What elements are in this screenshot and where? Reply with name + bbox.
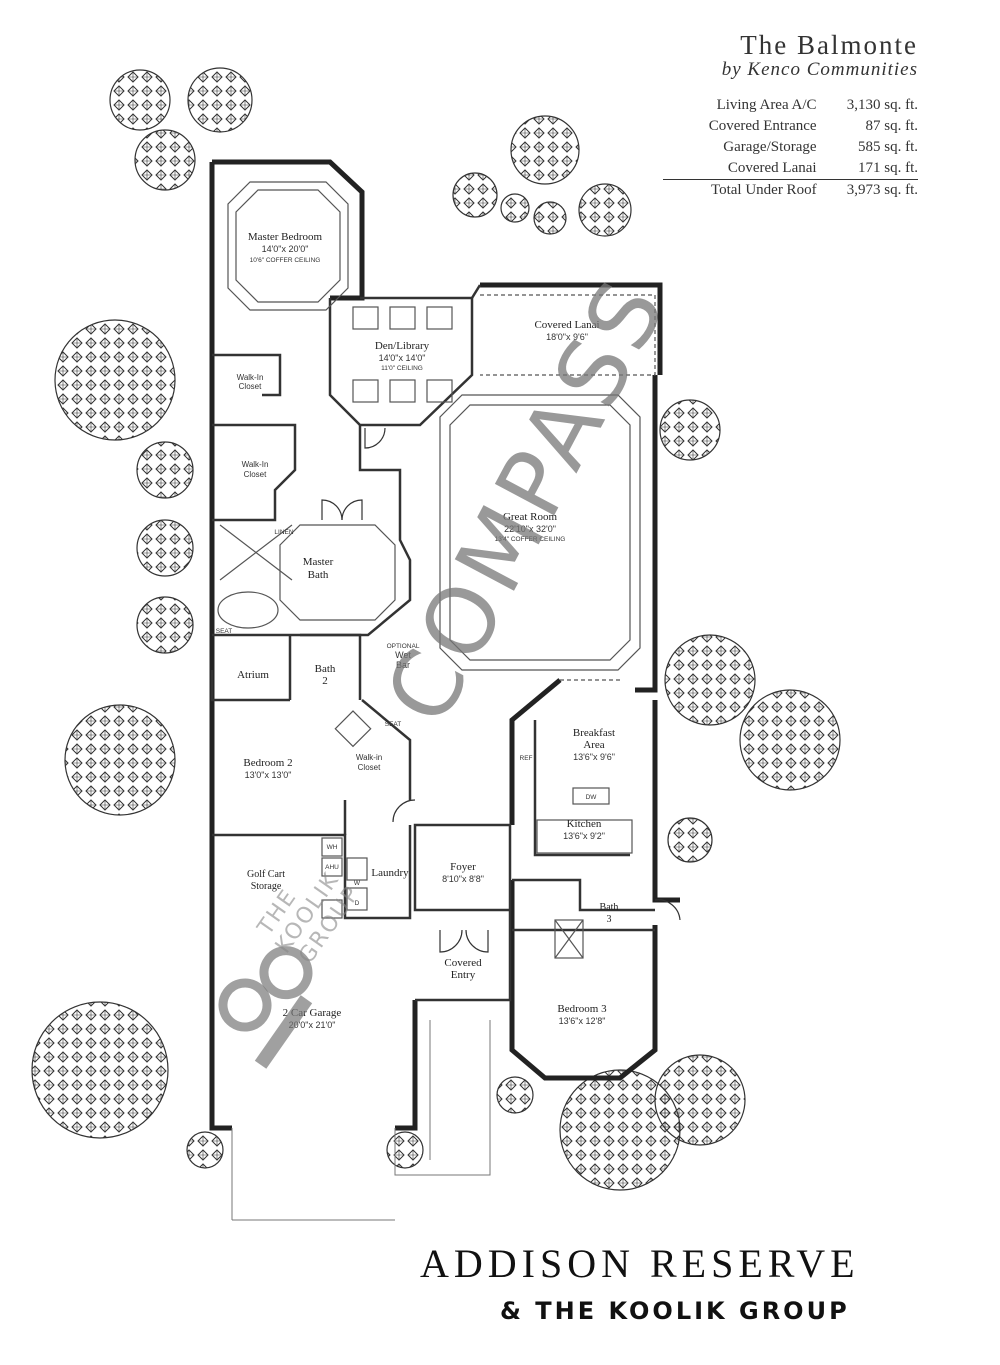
atrium-label: Atrium — [237, 669, 269, 681]
area-row: Covered Lanai 171 sq. ft. — [663, 158, 918, 180]
exterior-walls — [209, 159, 680, 1131]
lanai-label: Covered Lanai — [534, 319, 599, 331]
area-label: Garage/Storage — [723, 139, 817, 155]
wetbar-label: OPTIONAL — [387, 643, 420, 650]
seat-label: SEAT — [216, 628, 233, 635]
landscape-shrubs — [31, 67, 841, 1191]
koolik-watermark: THE KOOLIK GROUP — [218, 868, 366, 1069]
master-bedroom-note: 10'6" COFFER CEILING — [250, 257, 321, 264]
foyer-dim: 8'10"x 8'8" — [442, 874, 484, 884]
washer-label: W — [354, 880, 361, 887]
area-value: 171 sq. ft. — [858, 160, 918, 176]
bath3-label: Bath — [600, 902, 619, 913]
master-bedroom-dim: 14'0"x 20'0" — [262, 244, 309, 254]
lanai-dim: 18'0"x 9'6" — [546, 332, 588, 342]
master-bath-label2: Bath — [308, 569, 329, 581]
plan-title: The Balmonte — [740, 30, 918, 60]
den-dim: 14'0"x 14'0" — [379, 353, 426, 363]
dw-label: DW — [586, 794, 598, 801]
wh-label: WH — [327, 844, 338, 851]
wetbar-label2: Wet — [395, 650, 411, 660]
garage-dim: 20'0"x 21'0" — [289, 1020, 336, 1030]
area-label: Living Area A/C — [716, 97, 817, 113]
walkin2-label: Walk-In — [242, 460, 269, 469]
master-bath-label: Master — [303, 556, 334, 568]
area-row: Covered Entrance 87 sq. ft. — [663, 116, 918, 137]
doors — [321, 427, 681, 953]
golf-label: Golf Cart — [247, 869, 285, 880]
great-room-dim: 22'10"x 32'0" — [504, 524, 556, 534]
footer-line-1: ADDISON RESERVE — [420, 1241, 860, 1286]
plan-subtitle: by Kenco Communities — [721, 59, 918, 80]
breakfast-label: Breakfast — [573, 727, 615, 739]
walkin3-label: Walk-in — [356, 753, 382, 762]
laundry-label: Laundry — [371, 867, 409, 879]
walkin1-label: Walk-In — [237, 373, 264, 382]
wetbar-label3: Bar — [396, 660, 410, 670]
golf-label2: Storage — [251, 881, 282, 892]
linen-label: LINEN — [274, 529, 293, 536]
foyer-label: Foyer — [450, 861, 476, 873]
area-total-value: 3,973 sq. ft. — [816, 179, 918, 201]
bedroom3-dim: 13'6"x 12'8" — [559, 1016, 606, 1026]
title-block: The Balmonte by Kenco Communities Living… — [663, 30, 918, 201]
area-row: Living Area A/C 3,130 sq. ft. — [663, 95, 918, 116]
area-label: Covered Entrance — [708, 118, 817, 134]
footer-line-2: & THE KOOLIK GROUP — [500, 1297, 850, 1325]
breakfast-label2: Area — [583, 739, 604, 751]
area-label: Covered Lanai — [727, 160, 817, 176]
bedroom2-label: Bedroom 2 — [243, 757, 292, 769]
interior-walls — [210, 284, 655, 1002]
great-room-note: 13'4" COFFER CEILING — [495, 536, 566, 543]
room-labels: Master Bedroom 14'0"x 20'0" 10'6" COFFER… — [216, 231, 619, 1030]
area-table: Living Area A/C 3,130 sq. ft. Covered Ent… — [663, 95, 918, 201]
bedroom2-dim: 13'0"x 13'0" — [245, 770, 292, 780]
driveway — [231, 1020, 491, 1221]
walkin1-label2: Closet — [239, 382, 262, 391]
den-label: Den/Library — [375, 340, 430, 352]
bath2-label: Bath — [315, 663, 336, 675]
master-bedroom-label: Master Bedroom — [248, 231, 323, 243]
kitchen-label: Kitchen — [567, 818, 602, 830]
covered-entry-label2: Entry — [451, 969, 476, 981]
den-note: 11'0" CEILING — [381, 365, 423, 372]
great-room-label: Great Room — [503, 511, 558, 523]
bath3-label2: 3 — [607, 914, 612, 925]
area-value: 3,130 sq. ft. — [846, 97, 918, 113]
ahu-label: AHU — [325, 864, 339, 871]
covered-entry-label: Covered — [444, 957, 482, 969]
walkin3-label2: Closet — [358, 763, 381, 772]
breakfast-dim: 13'6"x 9'6" — [573, 752, 615, 762]
bath2-label2: 2 — [322, 675, 328, 687]
walkin2-label2: Closet — [244, 470, 267, 479]
bedroom3-label: Bedroom 3 — [557, 1003, 607, 1015]
ref-label: REF — [520, 755, 533, 762]
area-row: Garage/Storage 585 sq. ft. — [663, 137, 918, 158]
dryer-label: D — [355, 900, 360, 907]
seat2-label: SEAT — [385, 721, 402, 728]
area-value: 87 sq. ft. — [865, 118, 919, 134]
ceiling-outlines — [217, 181, 656, 959]
kitchen-dim: 13'6"x 9'2" — [563, 831, 605, 841]
area-value: 585 sq. ft. — [858, 139, 918, 155]
area-total-label: Total Under Roof — [663, 179, 817, 201]
